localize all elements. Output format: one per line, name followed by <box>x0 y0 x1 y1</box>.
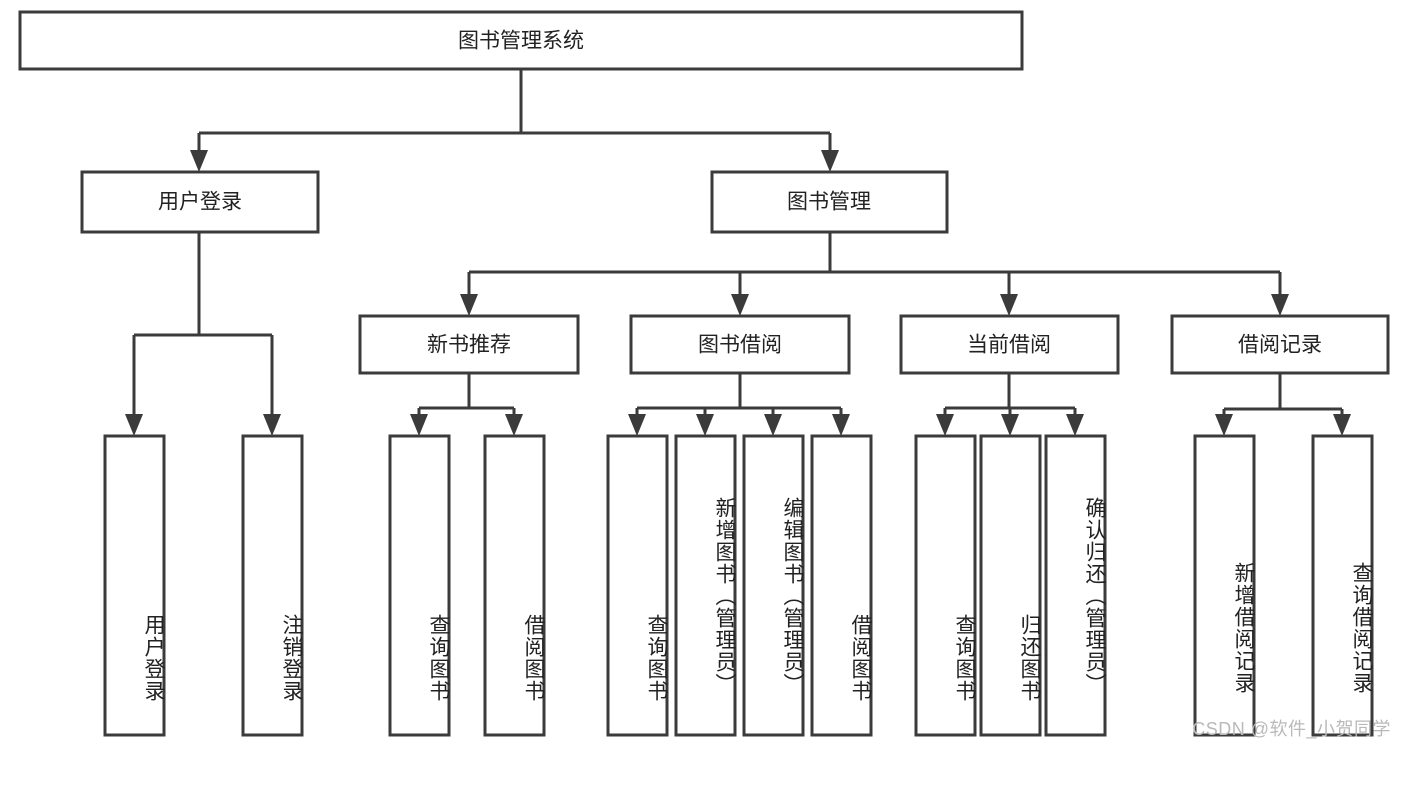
arrow-to-book-borrow <box>731 294 749 316</box>
node-leaf-add-book[interactable] <box>674 434 737 737</box>
diagram-canvas: 图书管理系统 用户登录 图书管理 新书推荐 图书借阅 当前借阅 借阅记录 <box>18 10 1390 737</box>
arrow-to-new-book-rec <box>460 294 478 316</box>
node-borrow-record[interactable] <box>1170 314 1390 375</box>
node-new-book-rec-label: 新书推荐 <box>427 334 511 357</box>
node-leaf-confirm-return[interactable] <box>1044 434 1107 737</box>
node-book-borrow-label: 图书借阅 <box>698 334 782 357</box>
arrow-to-leaf-add-record <box>1215 414 1233 436</box>
node-leaf-user-login[interactable] <box>103 434 166 737</box>
arrow-to-leaf-edit-book <box>764 414 782 436</box>
node-leaf-query-book-3[interactable] <box>914 434 977 737</box>
node-new-book-rec[interactable] <box>358 314 580 375</box>
node-book-manage[interactable] <box>710 170 949 234</box>
org-chart-diagram: 图书管理系统 用户登录 图书管理 新书推荐 图书借阅 当前借阅 借阅记录 <box>18 10 1391 739</box>
node-leaf-query-book-1[interactable] <box>388 434 451 737</box>
node-leaf-query-book-2[interactable] <box>606 434 669 737</box>
arrow-to-leaf-return-book <box>1001 414 1019 436</box>
node-leaf-return-book[interactable] <box>979 434 1042 737</box>
node-leaf-logout[interactable] <box>241 434 304 737</box>
node-leaf-borrow-book-1[interactable] <box>483 434 546 737</box>
watermark-text: CSDN @软件_小贺同学 <box>1192 719 1391 739</box>
node-borrow-record-label: 借阅记录 <box>1238 334 1322 357</box>
node-leaf-borrow-book-2[interactable] <box>810 434 873 737</box>
node-current-borrow-label: 当前借阅 <box>967 334 1051 357</box>
node-user-login[interactable] <box>80 170 320 234</box>
arrow-to-current-borrow <box>1000 294 1018 316</box>
arrow-to-leaf-confirm-return <box>1066 414 1084 436</box>
arrow-to-borrow-record <box>1271 294 1289 316</box>
arrow-to-leaf-user-login <box>125 414 143 436</box>
arrow-to-leaf-query-book-2 <box>628 414 646 436</box>
node-leaf-query-record[interactable] <box>1311 434 1374 737</box>
arrow-to-user-login <box>190 150 208 172</box>
node-root[interactable] <box>18 10 1024 71</box>
connector-layer <box>125 69 1351 436</box>
node-book-borrow[interactable] <box>629 314 851 375</box>
node-leaf-edit-book[interactable] <box>742 434 805 737</box>
node-leaf-add-record[interactable] <box>1193 434 1256 737</box>
arrow-to-leaf-query-book-1 <box>410 414 428 436</box>
arrow-to-book-manage <box>821 150 839 172</box>
node-layer: 图书管理系统 用户登录 图书管理 新书推荐 图书借阅 当前借阅 借阅记录 <box>18 10 1390 737</box>
node-root-label: 图书管理系统 <box>458 30 584 53</box>
arrow-to-leaf-logout <box>263 414 281 436</box>
node-book-manage-label: 图书管理 <box>787 191 871 214</box>
arrow-to-leaf-borrow-book-2 <box>832 414 850 436</box>
node-current-borrow[interactable] <box>899 314 1120 375</box>
node-user-login-label: 用户登录 <box>158 191 242 214</box>
arrow-to-leaf-borrow-book-1 <box>505 414 523 436</box>
arrow-to-leaf-query-record <box>1333 414 1351 436</box>
arrow-to-leaf-add-book <box>696 414 714 436</box>
arrow-to-leaf-query-book-3 <box>936 414 954 436</box>
